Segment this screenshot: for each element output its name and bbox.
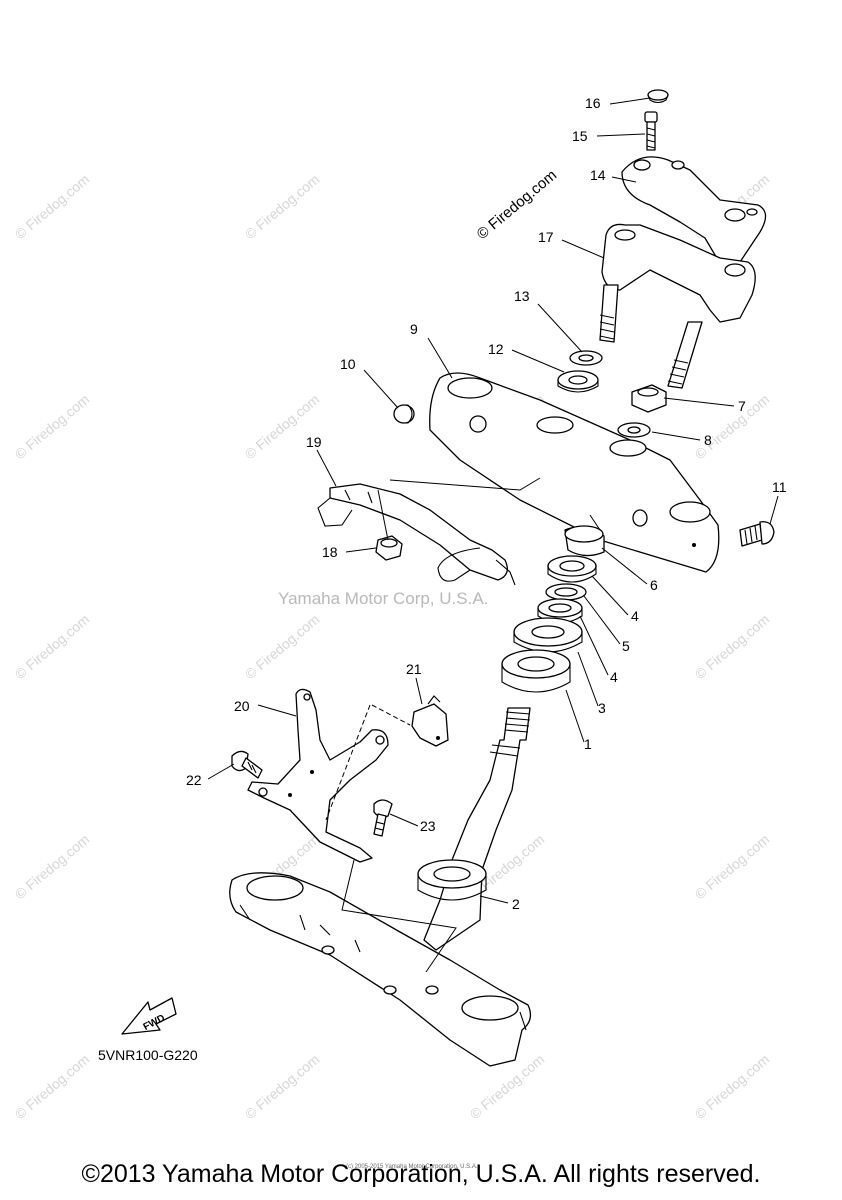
reference-line — [589, 514, 601, 531]
part-23-bolt — [373, 799, 393, 837]
watermark-text: © Firedog.com — [12, 611, 93, 682]
watermark-text: © Firedog.com — [692, 831, 773, 902]
leader-lines — [207, 97, 779, 904]
callout-10: 10 — [340, 356, 356, 372]
reference-line — [389, 477, 541, 491]
callout-16: 16 — [585, 95, 601, 111]
callout-23: 23 — [420, 818, 436, 834]
callout-19: 19 — [306, 434, 322, 450]
watermark-text: © Firedog.com — [692, 611, 773, 682]
callout-1: 1 — [584, 736, 592, 752]
callout-8: 8 — [704, 432, 712, 448]
callout-3: 3 — [598, 700, 606, 716]
watermark-text: © Firedog.com — [242, 391, 323, 462]
part-13-washer — [569, 350, 603, 366]
part-19-cable-guide — [317, 483, 516, 586]
part-5-lock-washer — [545, 583, 587, 601]
callout-4: 4 — [631, 608, 639, 624]
part-20-meter-bracket — [247, 688, 389, 863]
center-watermark: Yamaha Motor Corp, U.S.A. — [278, 589, 488, 608]
part-18-nut — [375, 535, 403, 561]
diagram-code: 5VNR100-G220 — [98, 1047, 198, 1063]
watermark-text: © Firedog.com — [12, 391, 93, 462]
callout-15: 15 — [572, 128, 588, 144]
watermark-text: © Firedog.com — [242, 611, 323, 682]
callout-17: 17 — [538, 229, 554, 245]
part-11-bolt — [739, 521, 775, 547]
part-steering-stem — [423, 707, 531, 951]
reference-line — [341, 859, 457, 973]
callout-18: 18 — [322, 544, 338, 560]
part-1-bearing — [501, 649, 571, 693]
part-14-upper-holder — [621, 156, 767, 266]
callout-4: 4 — [610, 669, 618, 685]
fine-print: (c) 2005-2015 Yamaha Motor Corporation, … — [346, 1164, 478, 1170]
part-4-ring-nut-upper — [547, 555, 597, 583]
callout-9: 9 — [410, 321, 418, 337]
part-15-bolt — [644, 111, 658, 151]
part-17-lower-holder — [599, 223, 756, 389]
callout-21: 21 — [406, 661, 422, 677]
callout-5: 5 — [622, 638, 630, 654]
part-16-cap — [647, 89, 669, 104]
part-10-cap — [393, 404, 415, 424]
part-21-clamp — [411, 695, 449, 747]
callout-7: 7 — [738, 398, 746, 414]
part-3-bearing-cover — [513, 617, 583, 653]
reference-line — [377, 489, 389, 541]
callout-11: 11 — [772, 479, 787, 495]
callout-20: 20 — [234, 698, 250, 714]
part-22-bolt — [231, 750, 263, 779]
part-6-cover — [564, 525, 605, 557]
part-2-lower-bearing — [417, 859, 487, 901]
callout-13: 13 — [514, 288, 530, 304]
part-9-upper-bracket — [429, 372, 720, 573]
reference-dashed-line — [325, 704, 371, 821]
watermark-text: © Firedog.com — [692, 1051, 773, 1122]
callout-22: 22 — [186, 772, 202, 788]
callout-2: 2 — [512, 896, 520, 912]
callout-12: 12 — [488, 341, 504, 357]
watermark-text: © Firedog.com — [242, 1051, 323, 1122]
reference-dashed-line — [371, 704, 411, 726]
watermark-text: © Firedog.com — [12, 831, 93, 902]
part-8-washer — [617, 422, 651, 438]
fwd-arrow: FWD — [121, 997, 177, 1035]
part-7-nut — [631, 384, 667, 413]
watermark-text: © Firedog.com — [692, 391, 773, 462]
watermark-text: © Firedog.com — [12, 171, 93, 242]
callout-6: 6 — [650, 577, 658, 593]
copyright-footer: ©2013 Yamaha Motor Corporation, U.S.A. A… — [81, 1160, 761, 1188]
callout-labels: 16 15 14 17 13 12 9 10 7 8 11 19 18 6 4 … — [186, 95, 787, 912]
callout-14: 14 — [590, 167, 606, 183]
watermark-text: © Firedog.com — [12, 1051, 93, 1122]
part-under-bracket — [229, 872, 532, 1067]
part-12-damper — [557, 370, 599, 393]
watermark-text: © Firedog.com — [242, 171, 323, 242]
